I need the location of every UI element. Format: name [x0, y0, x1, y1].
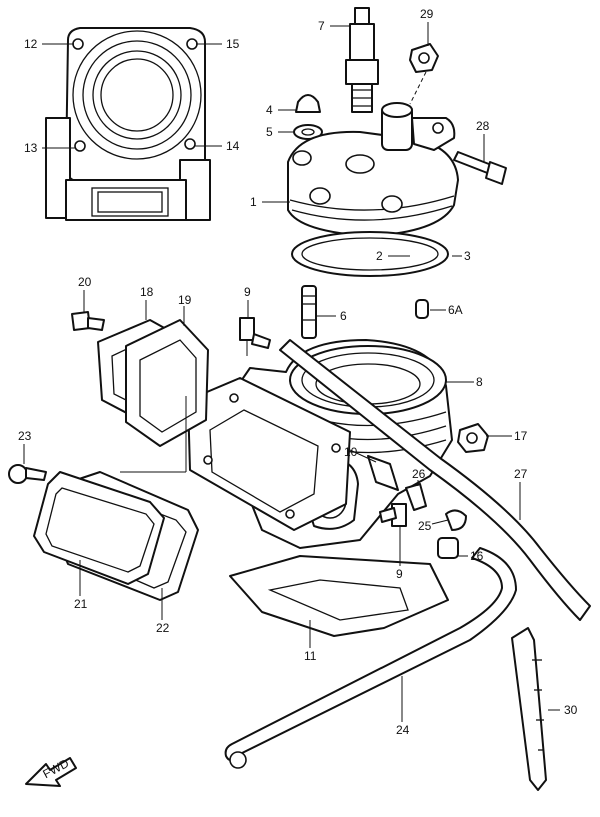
bolt-28 — [453, 151, 507, 185]
callout-11: 11 — [304, 649, 317, 663]
callout-15: 15 — [226, 37, 240, 51]
intake-flange — [187, 377, 351, 531]
callout-19: 19 — [178, 293, 192, 307]
callout-18: 18 — [140, 285, 154, 299]
callout-22: 22 — [156, 621, 170, 635]
callout-1: 1 — [250, 195, 257, 209]
callout-8: 8 — [476, 375, 483, 389]
spark-plug — [345, 7, 379, 113]
cable-tie-30 — [511, 627, 547, 791]
head-gasket — [291, 231, 449, 277]
callout-7: 7 — [318, 19, 325, 33]
callout-20: 20 — [78, 275, 92, 289]
base-gasket — [229, 555, 449, 637]
callout-6A: 6A — [448, 303, 463, 317]
callout-2: 2 — [376, 249, 383, 263]
callout-10: 10 — [344, 445, 358, 459]
fitting-9-top — [239, 317, 271, 356]
callout-16: 16 — [470, 549, 484, 563]
callout-26: 26 — [412, 467, 426, 481]
hose-27 — [279, 339, 591, 621]
nut-29 — [409, 43, 439, 73]
callout-4: 4 — [266, 103, 273, 117]
bolt-20 — [71, 311, 105, 331]
callout-9-bottom: 9 — [396, 567, 403, 581]
callout-24: 24 — [396, 723, 410, 737]
cap-nut-4 — [295, 94, 321, 113]
callout-28: 28 — [476, 119, 490, 133]
dowel-6A — [415, 299, 429, 319]
callout-21: 21 — [74, 597, 88, 611]
pipe-10 — [367, 455, 399, 491]
cover-21 — [33, 471, 165, 585]
clamp-25 — [445, 509, 467, 531]
callout-labels: 12 13 14 15 7 29 4 5 28 1 2 3 6 6A 8 17 … — [18, 7, 578, 737]
cylinder-top-view — [45, 27, 211, 221]
nut-17 — [457, 423, 489, 453]
callout-27: 27 — [514, 467, 528, 481]
callout-23: 23 — [18, 429, 32, 443]
callout-12: 12 — [24, 37, 38, 51]
callout-5: 5 — [266, 125, 273, 139]
callout-25: 25 — [418, 519, 432, 533]
callout-3: 3 — [464, 249, 471, 263]
callout-14: 14 — [226, 139, 240, 153]
callout-6: 6 — [340, 309, 347, 323]
cylinder-head — [287, 102, 459, 237]
sleeve-16 — [437, 537, 459, 559]
callout-9-top: 9 — [244, 285, 251, 299]
hose-24 — [224, 547, 517, 769]
callout-13: 13 — [24, 141, 38, 155]
callout-29: 29 — [420, 7, 434, 21]
callout-17: 17 — [514, 429, 528, 443]
reed-gasket-19 — [125, 319, 209, 447]
callout-30: 30 — [564, 703, 578, 717]
screw-26 — [405, 483, 427, 511]
fwd-arrow: FWD — [25, 756, 77, 787]
fitting-9-bottom — [379, 503, 407, 527]
bolt-23 — [8, 464, 47, 484]
leader-lines — [23, 22, 560, 722]
stud-6 — [301, 285, 317, 339]
